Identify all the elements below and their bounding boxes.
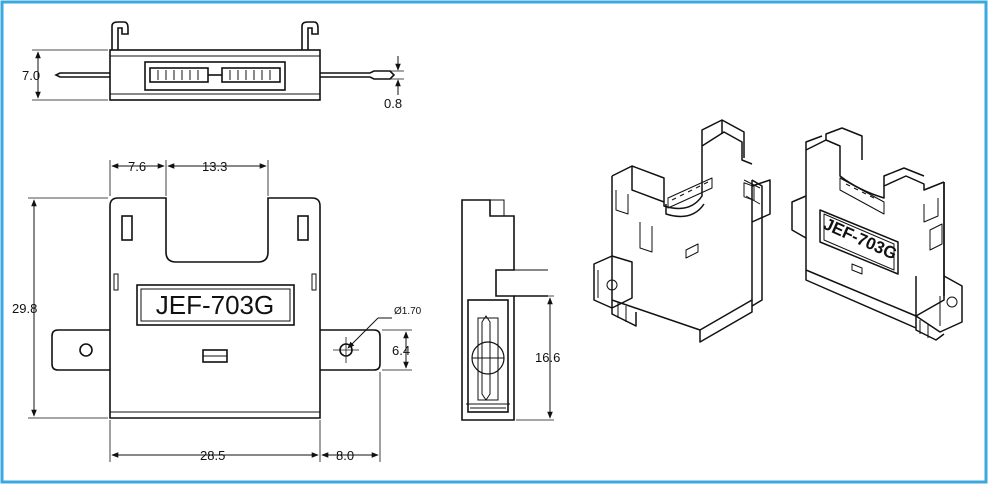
front-view (28, 160, 412, 462)
dim-hole-diameter (347, 317, 392, 349)
dim-body-width-label: 28.5 (200, 448, 225, 463)
dim-tab-height-label: 6.4 (392, 343, 410, 358)
dim-left-width-label: 7.6 (128, 159, 146, 174)
side-view (461, 199, 554, 421)
iso-part-label: JEF-703G (820, 214, 899, 263)
dim-body-height-label: 29.8 (12, 301, 37, 316)
part-label: JEF-703G (156, 290, 275, 320)
dim-tab-length-label: 8.0 (336, 448, 354, 463)
isometric-view-right: JEF-703G (791, 127, 963, 341)
dim-pin-thickness-label: 0.8 (384, 96, 402, 111)
dim-top-height-label: 7.0 (22, 68, 40, 83)
dim-side-height-label: 16.6 (535, 350, 560, 365)
dim-hole-diameter-label: Ø1.70 (394, 306, 422, 317)
isometric-view-left (593, 119, 771, 343)
dim-notch-width-label: 13.3 (202, 159, 227, 174)
top-view (32, 21, 404, 101)
